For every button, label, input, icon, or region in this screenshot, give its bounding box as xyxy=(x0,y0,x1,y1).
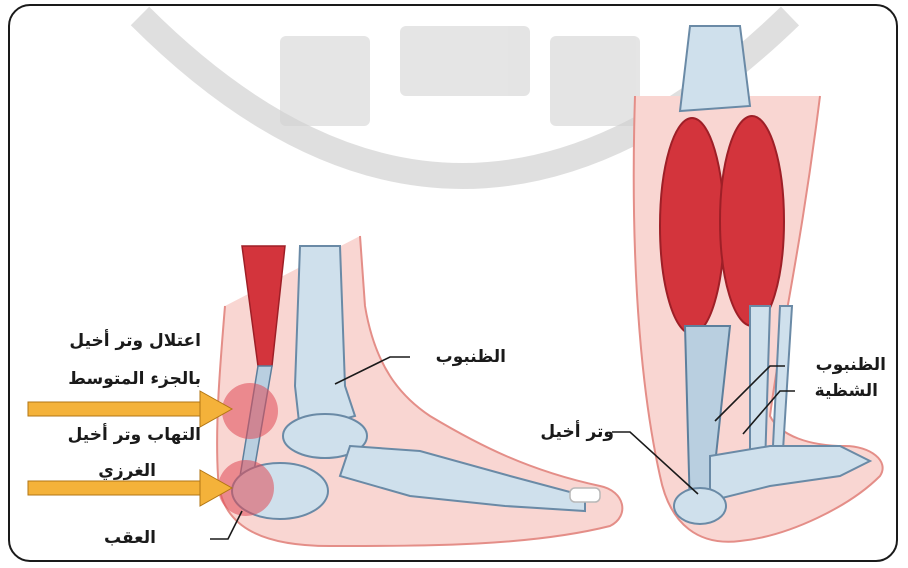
side-view-foot xyxy=(217,236,622,546)
label-heel: العقب xyxy=(104,525,156,551)
back-femur xyxy=(680,26,750,111)
back-gastrocnemius-lateral xyxy=(720,116,784,326)
label-insertional-line2: الغرزي xyxy=(98,458,156,484)
label-insertional-line1: التهاب وتر أخيل xyxy=(68,422,201,448)
label-mid-tendinopathy-line1: اعتلال وتر أخيل xyxy=(69,328,201,354)
diagram-frame: اعتلال وتر أخيل بالجزء المتوسط التهاب وت… xyxy=(8,4,898,562)
label-achilles-back: وتر أخيل xyxy=(540,419,614,445)
side-toenail xyxy=(570,488,600,502)
label-mid-tendinopathy-line2: بالجزء المتوسط xyxy=(68,366,201,392)
label-tibia-back: الظنبوب xyxy=(816,352,886,378)
mid-tendon-inflammation xyxy=(222,383,278,439)
back-gastrocnemius-medial xyxy=(660,118,724,334)
label-fibula: الشظية xyxy=(815,378,878,404)
label-tibia-side: الظنبوب xyxy=(436,344,506,370)
back-heel-bone xyxy=(674,488,726,524)
back-view-leg xyxy=(634,26,883,542)
